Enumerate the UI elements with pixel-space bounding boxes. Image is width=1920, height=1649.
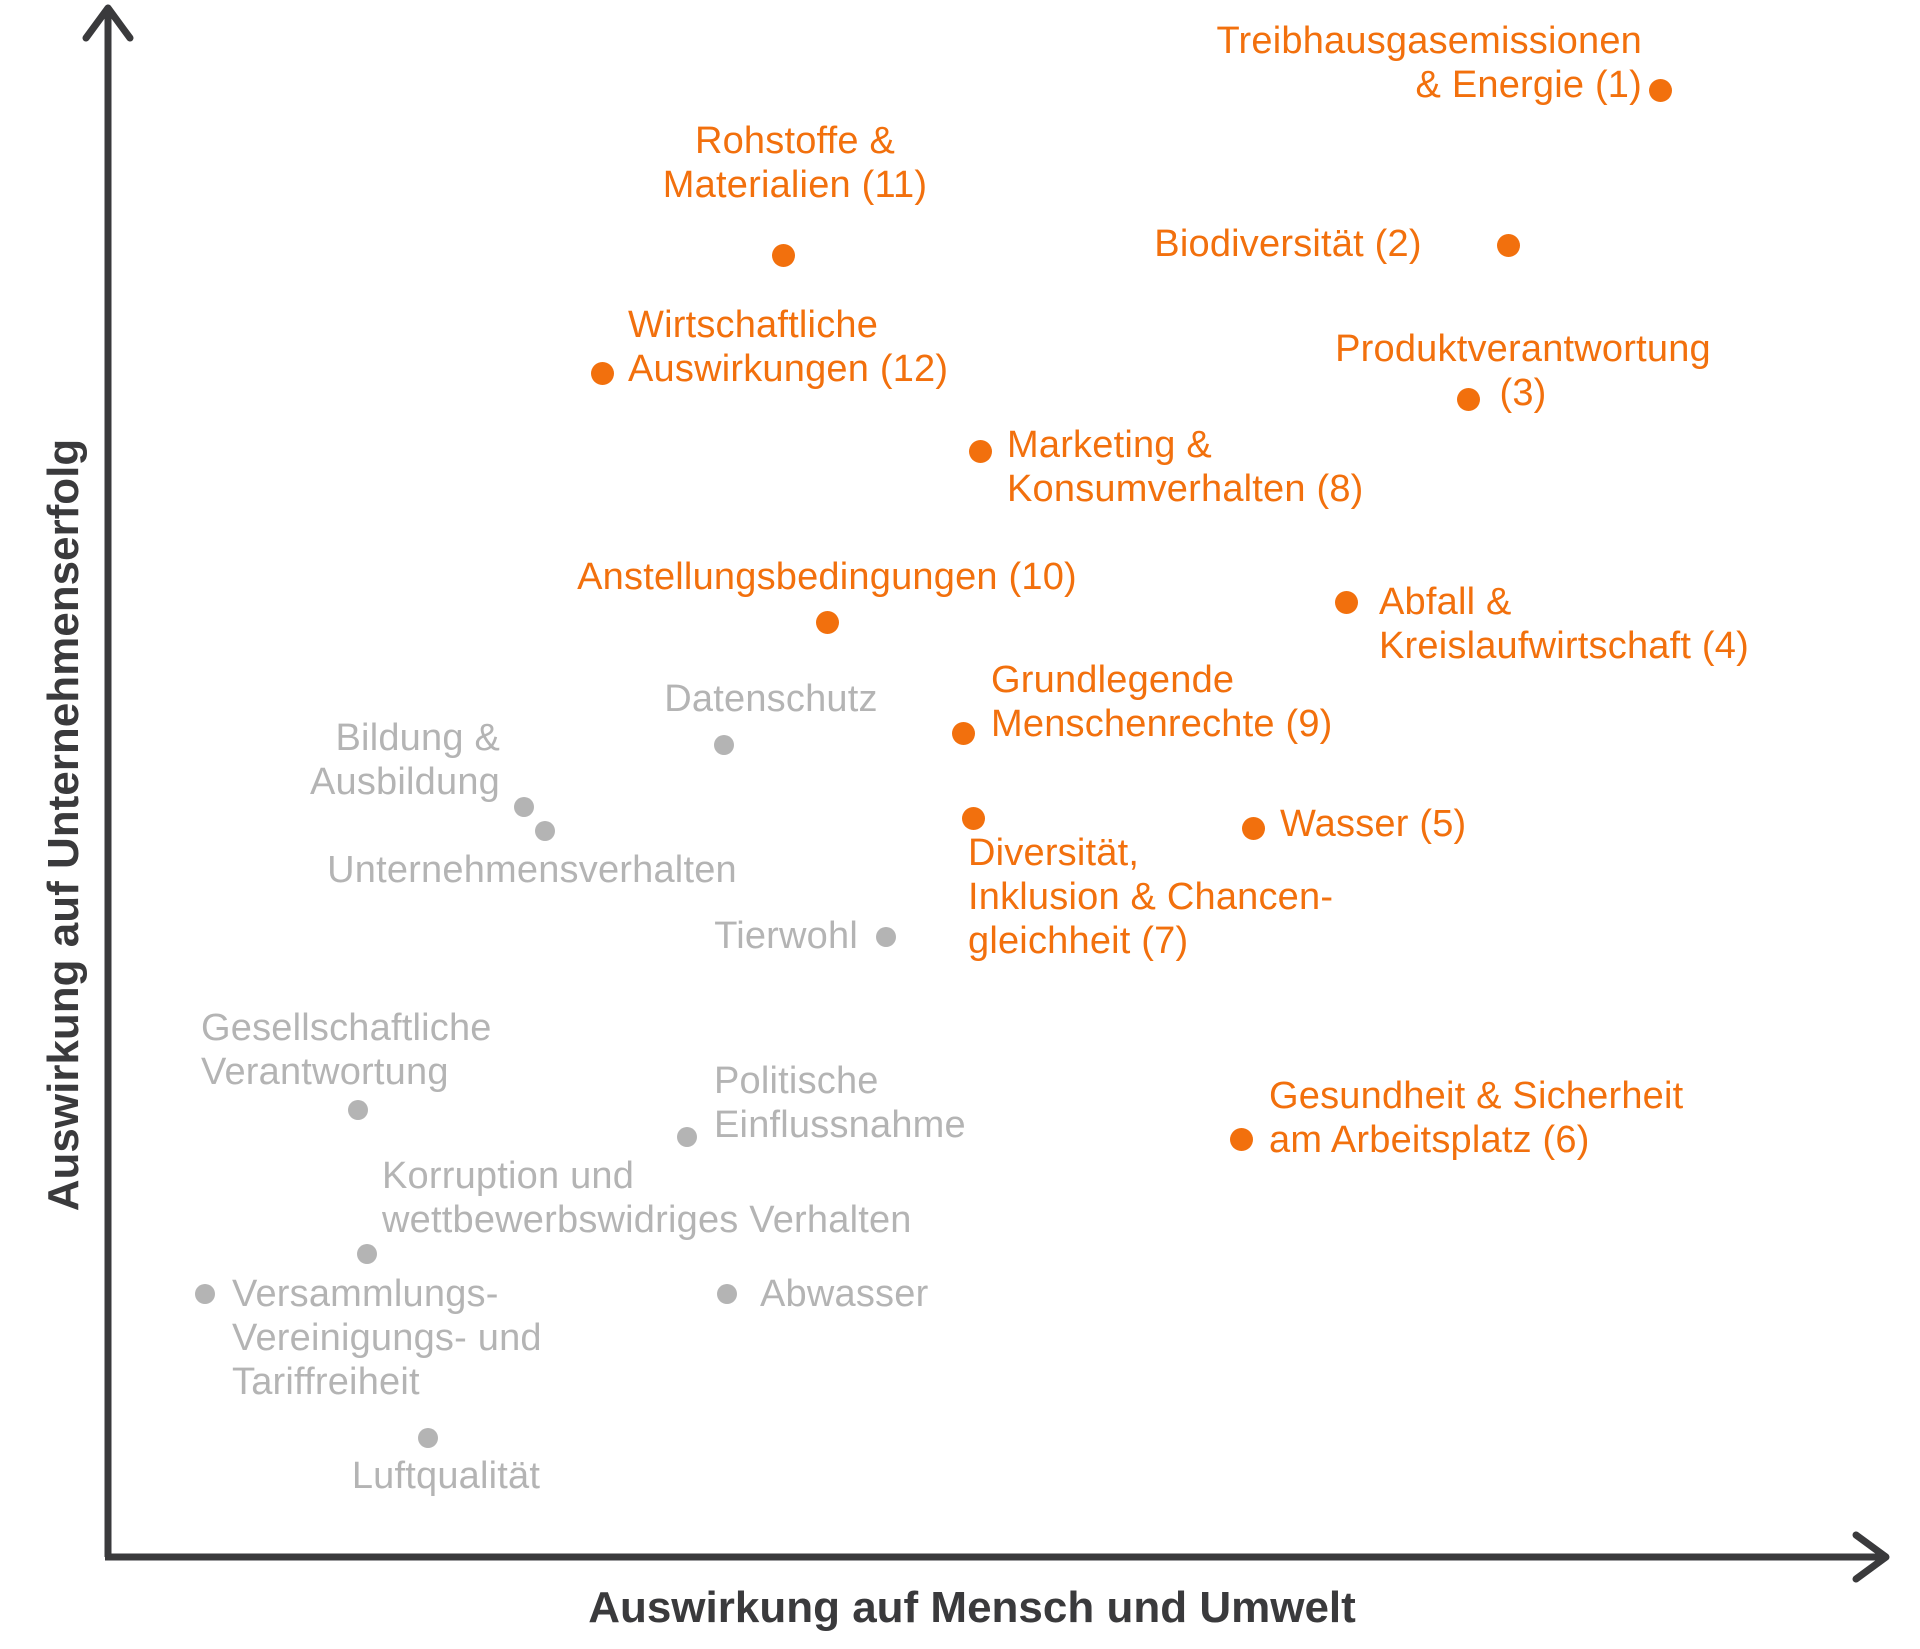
point-label: Treibhausgasemissionen & Energie (1) xyxy=(1216,20,1642,106)
scatter-dot xyxy=(195,1284,215,1304)
point-label: Versammlungs- Vereinigungs- und Tariffre… xyxy=(232,1273,542,1403)
scatter-dot xyxy=(1241,816,1265,840)
scatter-dot xyxy=(514,797,534,817)
point-label: Tierwohl xyxy=(714,915,858,957)
scatter-dot xyxy=(1496,233,1520,257)
scatter-dot xyxy=(771,243,795,267)
point-label: Gesundheit & Sicherheit am Arbeitsplatz … xyxy=(1269,1075,1684,1161)
point-label: Biodiversität (2) xyxy=(1154,223,1422,265)
scatter-dot xyxy=(951,721,975,745)
scatter-dot xyxy=(348,1100,368,1120)
point-label: Gesellschaftliche Verantwortung xyxy=(201,1007,492,1093)
point-label: Grundlegende Menschenrechte (9) xyxy=(991,659,1333,745)
point-label: Wasser (5) xyxy=(1280,803,1467,845)
point-label: Politische Einflussnahme xyxy=(714,1060,966,1146)
scatter-dot xyxy=(717,1284,737,1304)
point-label: Luftqualität xyxy=(351,1455,541,1497)
x-axis-label: Auswirkung auf Mensch und Umwelt xyxy=(588,1583,1356,1632)
scatter-dot xyxy=(1229,1127,1253,1151)
scatter-dot xyxy=(357,1244,377,1264)
scatter-dot xyxy=(876,927,896,947)
scatter-dot xyxy=(961,806,985,830)
point-label: Unternehmensverhalten xyxy=(327,849,737,891)
point-label: Produktverantwortung (3) xyxy=(1335,328,1711,414)
scatter-dot xyxy=(418,1428,438,1448)
y-axis-arrow-icon xyxy=(82,4,134,42)
point-label: Abwasser xyxy=(760,1273,929,1315)
point-label: Datenschutz xyxy=(664,678,878,720)
scatter-dot xyxy=(590,361,614,385)
point-label: Wirtschaftliche Auswirkungen (12) xyxy=(628,304,949,390)
point-label: Bildung & Ausbildung xyxy=(309,717,500,803)
point-label: Korruption und wettbewerbswidriges Verha… xyxy=(382,1155,912,1241)
scatter-dot xyxy=(1456,387,1480,411)
scatter-dot xyxy=(535,821,555,841)
point-label: Diversität, Inklusion & Chancen- gleichh… xyxy=(968,832,1334,962)
scatter-dot xyxy=(677,1127,697,1147)
scatter-dot xyxy=(714,735,734,755)
point-label: Marketing & Konsumverhalten (8) xyxy=(1007,424,1364,510)
x-axis-arrow-icon xyxy=(1852,1531,1890,1583)
scatter-dot xyxy=(815,610,839,634)
scatter-dot xyxy=(1334,590,1358,614)
y-axis-label: Auswirkung auf Unternehmenserfolg xyxy=(39,438,88,1212)
point-label: Anstellungsbedingungen (10) xyxy=(577,556,1077,598)
scatter-dot xyxy=(968,439,992,463)
scatter-dot xyxy=(1648,78,1672,102)
point-label: Rohstoffe & Materialien (11) xyxy=(662,120,928,206)
point-label: Abfall & Kreislaufwirtschaft (4) xyxy=(1379,581,1749,667)
